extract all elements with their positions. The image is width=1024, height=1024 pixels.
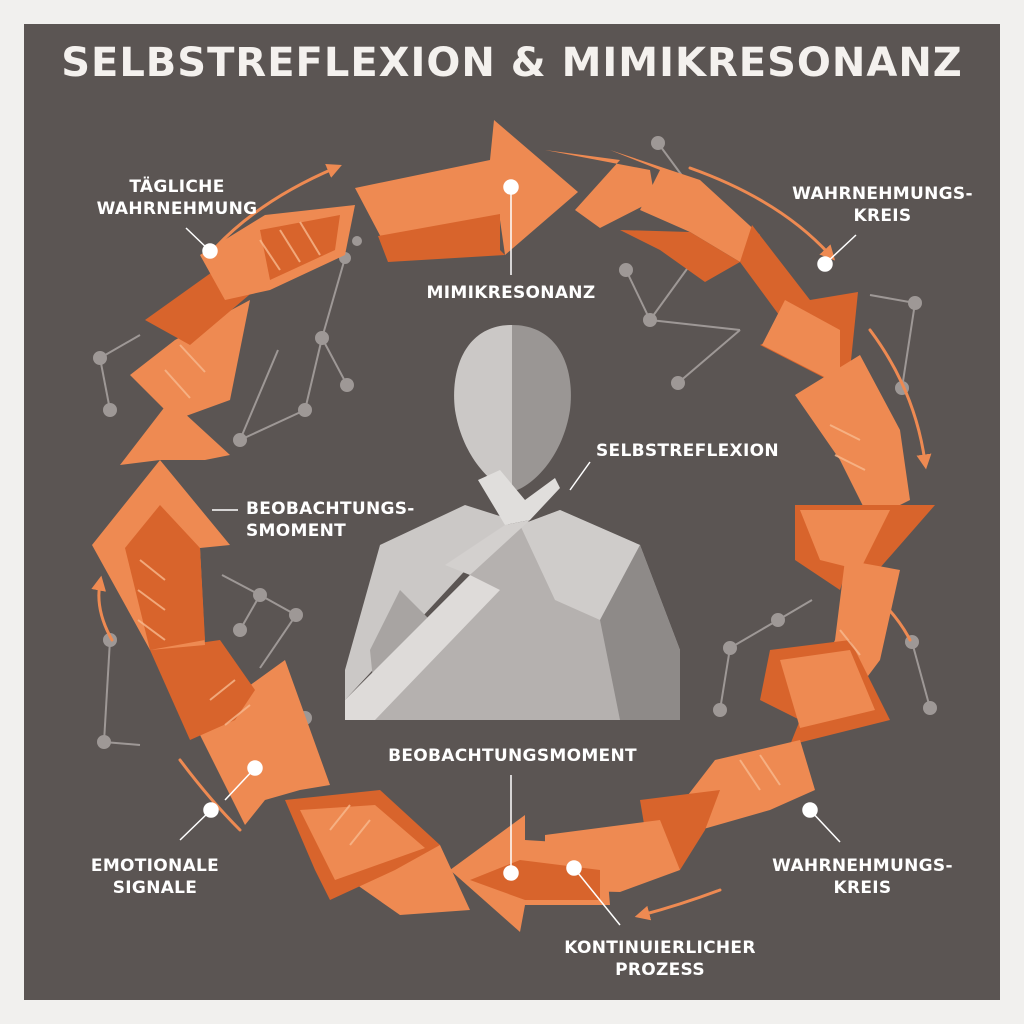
label-taegliche-wahrnehmung: TÄGLICHE WAHRNEHMUNG [96, 177, 258, 219]
label-beobachtungsmoment-center: BEOBACHTUNGSMOMENT [388, 746, 637, 766]
cycle-arrows-icon [92, 120, 935, 932]
network-nodes-icon [93, 136, 937, 749]
person-thinking-figure-icon [345, 325, 680, 720]
callouts [179, 179, 857, 926]
label-beobachtungsmoment-left: BEOBACHTUNGS- SMOMENT [246, 499, 415, 541]
label-kontinuierlicher-prozess: KONTINUIERLICHER PROZESS [564, 938, 756, 980]
label-wahrnehmungskreis-bottom: WAHRNEHMUNGS- KREIS [772, 856, 953, 898]
orbit-arrows [91, 164, 932, 921]
label-wahrnehmungskreis-top: WAHRNEHMUNGS- KREIS [792, 184, 973, 226]
label-mimikresonanz: MIMIKRESONANZ [426, 283, 596, 303]
label-emotionale-signale: EMOTIONALE SIGNALE [90, 856, 220, 898]
label-selbstreflexion: SELBSTREFLEXION [596, 441, 779, 461]
page-title: SELBSTREFLEXION & MIMIKRESONANZ [61, 40, 963, 86]
